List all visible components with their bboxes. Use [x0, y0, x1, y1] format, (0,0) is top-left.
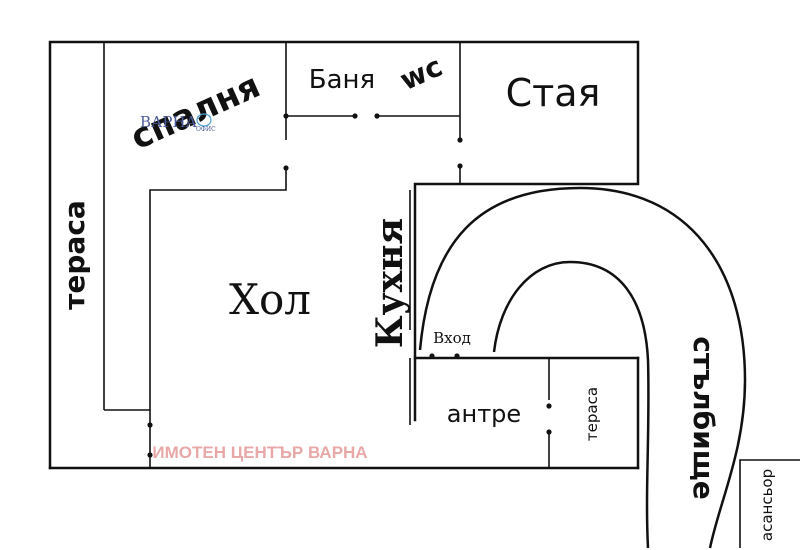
- terrace-left-label: тераса: [58, 200, 91, 310]
- stairs-label: стълбище: [687, 336, 720, 500]
- outer-walls: [48, 40, 640, 470]
- staircase: [418, 186, 747, 549]
- wc-label: wc: [395, 50, 447, 97]
- kitchen-label: Кухня: [369, 218, 411, 348]
- logo-swirl-icon: [196, 113, 212, 127]
- room-label: Стая: [506, 71, 601, 115]
- inner-walls: [103, 42, 800, 548]
- entrance-label: Вход: [433, 329, 471, 347]
- logo-watermark: ВАРНА ОФИС: [140, 113, 216, 133]
- logo-sub-text: ОФИС: [196, 126, 216, 133]
- door-markers: [147, 113, 552, 458]
- terrace-small-label: тераса: [583, 387, 601, 441]
- elevator-label: асансьор: [758, 469, 776, 541]
- logo-main-text: ВАРНА: [140, 113, 198, 131]
- agency-watermark: ИМОТЕН ЦЕНТЪР ВАРНА: [152, 443, 367, 462]
- bathroom-label: Баня: [309, 65, 375, 95]
- hall-label: Хол: [229, 275, 311, 324]
- antre-label: антре: [447, 400, 521, 428]
- bedroom-label: спалня: [125, 66, 266, 158]
